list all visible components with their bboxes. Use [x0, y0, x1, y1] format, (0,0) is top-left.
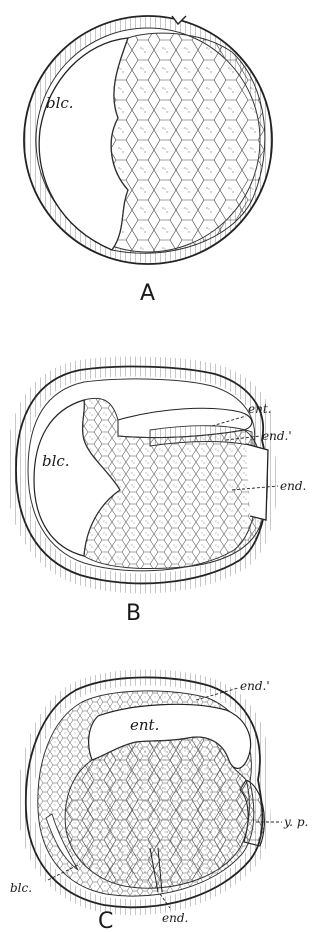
label-end-prime-b: end.' — [262, 429, 292, 443]
label-ent-c: ent. — [130, 716, 159, 734]
panel-letter-b: B — [126, 601, 141, 626]
label-end-prime-c: end.' — [240, 679, 270, 693]
label-end-c: end. — [162, 911, 188, 925]
label-ent-b: ent. — [248, 402, 271, 416]
panel-b: ent. end.' blc. end. B — [16, 367, 306, 626]
label-blc-a: blc. — [46, 94, 74, 112]
panel-c-yolk-mass — [65, 737, 249, 888]
label-blc-c: blc. — [10, 881, 32, 895]
label-yp-c: y. p. — [283, 815, 308, 829]
panel-c: end.' ent. y. p. blc. end. C — [10, 677, 308, 932]
panel-letter-c: C — [98, 909, 113, 932]
panel-a: blc. A — [24, 16, 272, 306]
panel-letter-a: A — [140, 281, 155, 306]
label-blc-b: blc. — [42, 452, 70, 470]
label-end-b: end. — [280, 479, 306, 493]
